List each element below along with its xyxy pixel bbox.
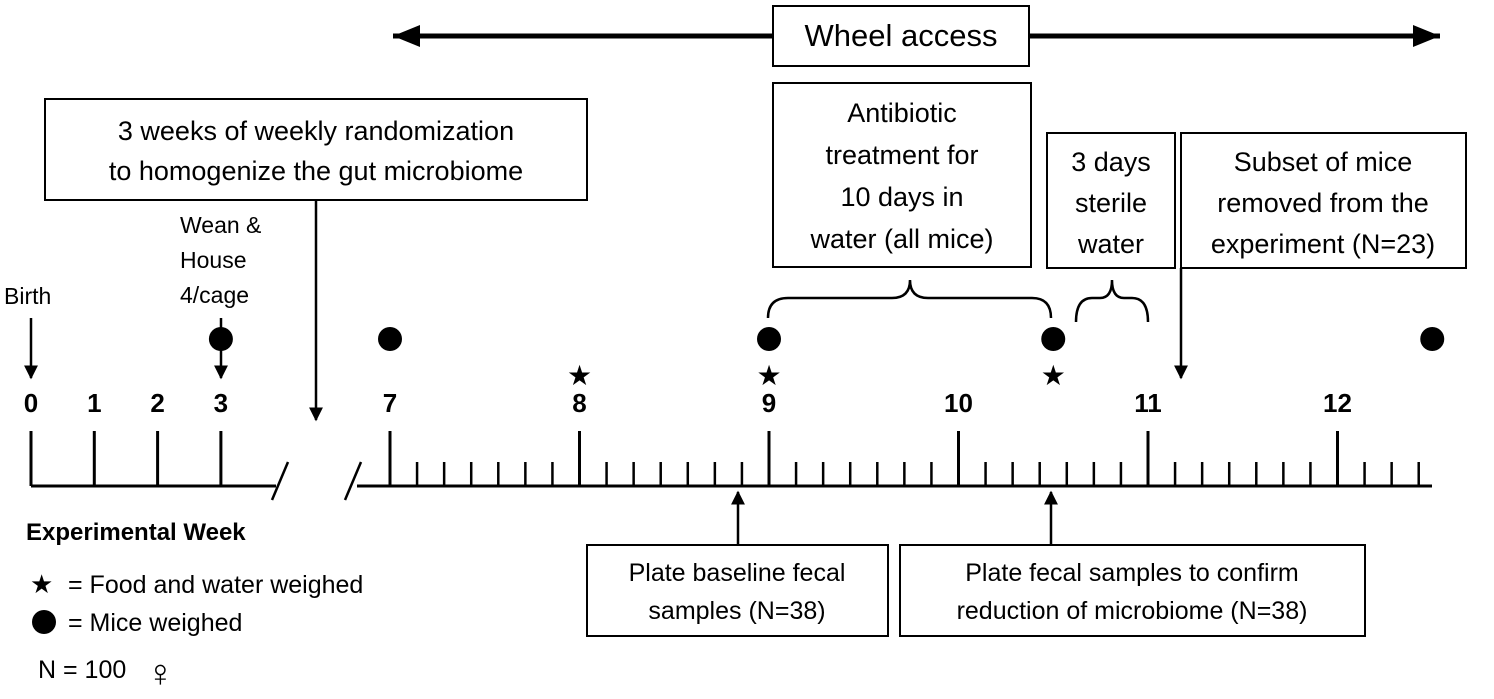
legend-n-text: N = 100: [38, 656, 126, 684]
birth-label: Birth: [4, 283, 51, 309]
legend-star-icon: ★: [30, 569, 53, 599]
antibiotic-brace-icon: [766, 279, 1053, 319]
week-label-7: 7: [383, 388, 397, 418]
subset-line-1: Subset of mice: [1234, 147, 1413, 177]
female-symbol-icon: ♀: [146, 653, 175, 695]
baseline-fecal-box: [586, 544, 889, 637]
wean-line-2: House: [180, 247, 246, 273]
week-label-1: 1: [87, 388, 101, 418]
subset-removed-box: [1180, 132, 1467, 269]
sterile-water-box: [1046, 132, 1176, 269]
mice-weighed-markers: [208, 327, 1445, 351]
subset-removed-note: Subset of mice removed from the experime…: [1174, 132, 1467, 380]
sterile-line-2: sterile: [1075, 188, 1147, 218]
antibiotic-line-3: 10 days in: [840, 182, 963, 212]
food-water-weighed-markers: ★ ★ ★: [567, 360, 1066, 391]
week-label-0: 0: [24, 388, 38, 418]
baseline-line-2: samples (N=38): [648, 597, 825, 625]
wheel-access-arrow: Wheel access: [393, 5, 1440, 67]
legend-circle-text: = Mice weighed: [68, 609, 242, 637]
confirm-line-2: reduction of microbiome (N=38): [957, 597, 1308, 625]
wean-line-1: Wean &: [180, 212, 261, 238]
legend-star-text: = Food and water weighed: [68, 571, 363, 599]
antibiotic-line-1: Antibiotic: [847, 98, 957, 128]
confirm-line-1: Plate fecal samples to confirm: [965, 559, 1298, 587]
week-label-12: 12: [1323, 388, 1352, 418]
antibiotic-line-4: water (all mice): [809, 224, 993, 254]
mice-weighed-circle-icon: [378, 327, 402, 351]
food-water-star-icon: ★: [1041, 360, 1066, 391]
antibiotic-note: Antibiotic treatment for 10 days in wate…: [766, 82, 1053, 319]
wean-line-3: 4/cage: [180, 282, 249, 308]
week-label-9: 9: [762, 388, 776, 418]
week-label-11: 11: [1134, 388, 1162, 418]
week-label-2: 2: [150, 388, 164, 418]
confirm-reduction-box: [899, 544, 1366, 637]
mice-weighed-circle-icon: [1420, 327, 1445, 351]
food-water-star-icon: ★: [567, 360, 592, 391]
sterile-line-1: 3 days: [1071, 147, 1151, 177]
mice-weighed-circle-icon: [1041, 327, 1066, 351]
food-water-star-icon: ★: [756, 360, 781, 391]
baseline-line-1: Plate baseline fecal: [629, 559, 846, 587]
wean-marker: Wean & House 4/cage: [180, 212, 261, 380]
axis-break-right: [343, 461, 363, 501]
wheel-access-box: [772, 5, 1030, 67]
arrow-right-icon: [1413, 25, 1440, 47]
axis-title: Experimental Week: [26, 519, 246, 546]
wheel-access-label: Wheel access: [805, 18, 998, 53]
mice-weighed-circle-icon: [757, 327, 781, 351]
week-label-8: 8: [572, 388, 586, 418]
week-label-10: 10: [944, 388, 973, 418]
legend-circle-icon: [32, 610, 56, 634]
mice-weighed-circle-icon: [208, 327, 233, 351]
randomization-line-2: to homogenize the gut microbiome: [109, 156, 523, 186]
sterile-brace-icon: [1074, 279, 1150, 323]
sterile-line-3: water: [1077, 229, 1144, 259]
confirm-reduction-note: Plate fecal samples to confirm reduction…: [899, 490, 1366, 637]
randomization-line-1: 3 weeks of weekly randomization: [118, 116, 514, 146]
antibiotic-line-2: treatment for: [825, 140, 978, 170]
subset-line-3: experiment (N=23): [1211, 229, 1435, 259]
axis-break-left: [270, 461, 290, 501]
sterile-water-note: 3 days sterile water: [1046, 132, 1176, 323]
birth-marker: Birth: [4, 283, 51, 380]
arrow-left-icon: [393, 25, 420, 47]
randomization-note: 3 weeks of weekly randomization to homog…: [44, 98, 588, 422]
week-label-3: 3: [214, 388, 228, 418]
week-ticks: [29, 431, 1420, 486]
antibiotic-box: [772, 82, 1032, 268]
timeline-axis: Experimental Week: [26, 461, 1432, 546]
legend: ★ = Food and water weighed = Mice weighe…: [30, 569, 363, 695]
randomization-box: [44, 98, 588, 201]
subset-line-2: removed from the: [1217, 188, 1429, 218]
baseline-fecal-note: Plate baseline fecal samples (N=38): [586, 490, 889, 637]
